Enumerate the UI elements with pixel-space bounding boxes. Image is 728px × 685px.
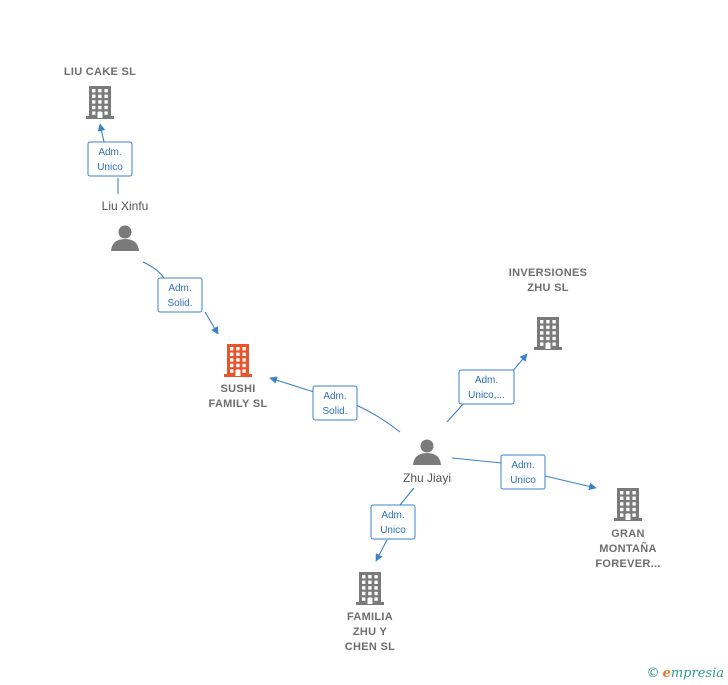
person-label: Zhu Jiayi [403,471,451,485]
edge-label-text: Unico [510,475,536,486]
edge-line-e3 [270,378,401,433]
company-label: FAMILIA [347,611,393,623]
edge-label-e4[interactable]: Adm. Unico,... [458,369,515,405]
company-label: MONTAÑA [599,542,657,555]
building-icon [614,488,642,521]
building-icon [86,86,114,119]
person-icon [111,225,139,251]
edge-line-e4 [446,354,527,423]
building-icon [224,344,252,377]
company-node-inversiones-zhu[interactable]: INVERSIONES ZHU SL [509,267,588,350]
edge-label-e3[interactable]: Adm. Solid. [312,385,358,421]
company-label: FOREVER... [595,558,660,570]
person-icon [413,439,441,465]
person-node-zhu-jiayi[interactable]: Zhu Jiayi [403,439,451,486]
company-label: LIU CAKE SL [64,66,136,78]
building-icon [534,317,562,350]
edge-line-e5 [451,457,596,488]
company-label: INVERSIONES [509,267,588,279]
company-label: SUSHI [220,383,255,395]
building-icon [356,572,384,605]
company-node-familia-zhu[interactable]: FAMILIA ZHU Y CHEN SL [345,572,395,653]
edge-label-text: Adm. [323,391,346,402]
edge-label-e6[interactable]: Adm. Unico [370,504,416,540]
person-label: Liu Xinfu [102,199,149,213]
brand-logo-name: mpresia [670,666,724,681]
copyright-icon: © [646,666,660,681]
company-node-liu-cake[interactable]: LIU CAKE SL [64,66,136,119]
company-label: CHEN SL [345,641,395,653]
person-node-liu-xinfu[interactable]: Liu Xinfu [102,199,149,251]
company-label: ZHU Y [353,626,388,638]
edge-label-text: Adm. [475,375,498,386]
brand-logo: ©empresia [647,666,724,681]
company-node-sushi-family[interactable]: SUSHI FAMILY SL [209,344,268,410]
edge-label-text: Unico [380,525,406,536]
brand-logo-initial: e [662,666,671,681]
company-label: FAMILY SL [209,398,268,410]
edge-line-e6 [376,487,415,561]
edge-label-text: Solid. [322,406,347,417]
edge-label-text: Unico [97,162,123,173]
edge-label-e5[interactable]: Adm. Unico [500,454,546,490]
edge-label-text: Adm. [98,147,121,158]
edge-label-e2[interactable]: Adm. Solid. [157,277,203,313]
company-label: GRAN [611,528,645,540]
edge-label-text: Unico,... [468,390,505,401]
edge-label-text: Adm. [381,510,404,521]
edge-label-text: Adm. [168,283,191,294]
edge-label-text: Adm. [511,460,534,471]
edge-label-e1[interactable]: Adm. Unico [87,141,133,177]
edge-line-e1 [100,124,119,194]
company-label: ZHU SL [527,282,569,294]
company-node-gran-montana[interactable]: GRAN MONTAÑA FOREVER... [595,488,660,570]
edge-label-text: Solid. [167,298,192,309]
